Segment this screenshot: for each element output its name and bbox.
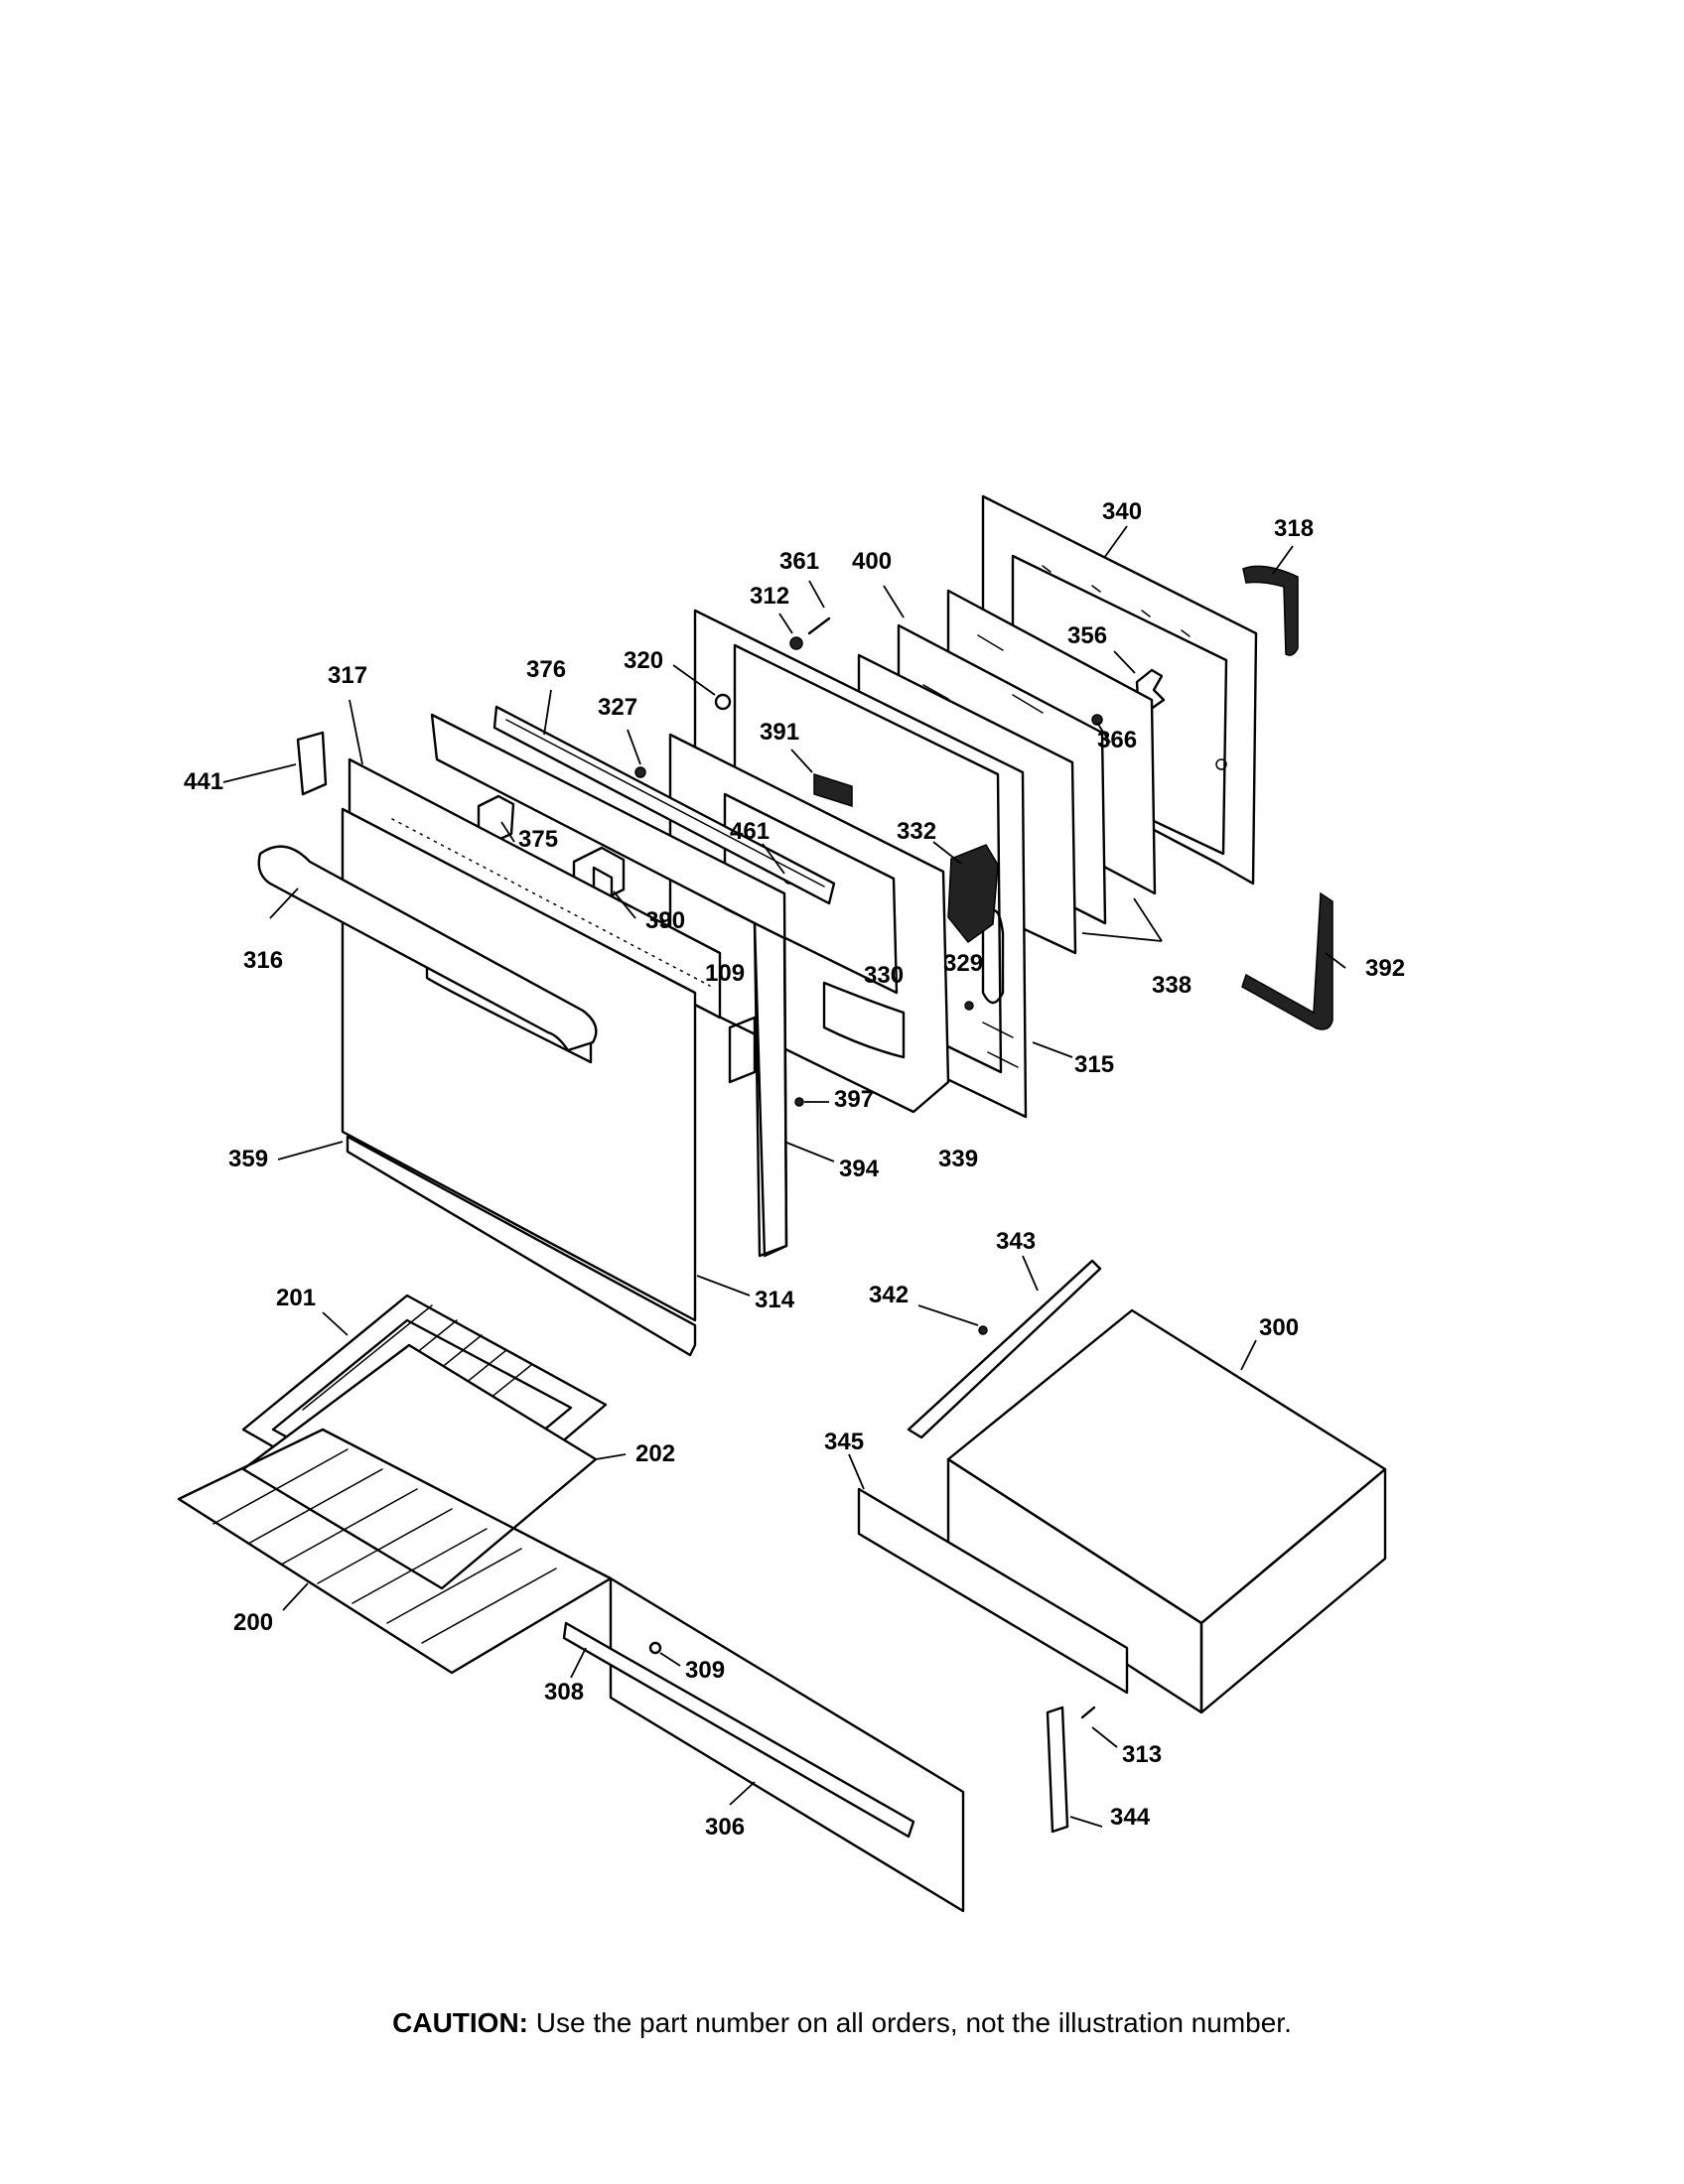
label-343: 343 bbox=[996, 1228, 1036, 1255]
label-317: 317 bbox=[328, 662, 367, 689]
label-340: 340 bbox=[1102, 498, 1142, 525]
part-300-drawer bbox=[946, 1308, 1387, 1714]
label-391: 391 bbox=[760, 719, 799, 746]
part-308-drawer-handle bbox=[562, 1621, 915, 1839]
label-397: 397 bbox=[834, 1086, 874, 1113]
label-330: 330 bbox=[864, 962, 904, 989]
part-366-screw bbox=[1091, 714, 1103, 726]
part-327-screw bbox=[634, 766, 646, 778]
label-376: 376 bbox=[526, 656, 566, 683]
label-342: 342 bbox=[869, 1282, 909, 1308]
label-375: 375 bbox=[518, 826, 558, 853]
part-316-handle bbox=[257, 845, 598, 1052]
label-394: 394 bbox=[839, 1156, 880, 1182]
label-339: 339 bbox=[938, 1146, 978, 1172]
part-343-slide bbox=[907, 1259, 1102, 1439]
label-327: 327 bbox=[598, 694, 637, 721]
label-329: 329 bbox=[943, 950, 983, 977]
part-394-frame bbox=[430, 713, 788, 1258]
part-376-channel bbox=[492, 705, 836, 905]
label-338: 338 bbox=[1152, 972, 1192, 999]
label-308: 308 bbox=[544, 1679, 584, 1706]
label-109: 109 bbox=[705, 960, 745, 987]
label-313: 313 bbox=[1122, 1741, 1162, 1768]
label-316: 316 bbox=[243, 947, 283, 974]
label-345: 345 bbox=[824, 1429, 864, 1455]
label-441: 441 bbox=[184, 768, 223, 795]
part-332-component bbox=[947, 844, 999, 944]
label-202: 202 bbox=[635, 1440, 675, 1467]
part-318-gasket bbox=[1242, 565, 1299, 656]
part-392-gasket bbox=[1241, 891, 1333, 1030]
caution-note: CAUTION: Use the part number on all orde… bbox=[0, 2007, 1684, 2039]
part-359-trim bbox=[346, 1135, 697, 1357]
part-329-screw bbox=[964, 1001, 974, 1011]
label-390: 390 bbox=[645, 907, 685, 934]
part-344-bracket bbox=[1046, 1706, 1069, 1834]
part-342-screw bbox=[978, 1325, 988, 1335]
label-332: 332 bbox=[897, 818, 936, 845]
part-312-nut bbox=[789, 636, 803, 650]
label-366: 366 bbox=[1097, 727, 1137, 753]
label-318: 318 bbox=[1274, 515, 1314, 542]
label-400: 400 bbox=[852, 548, 892, 575]
part-441-bracket bbox=[296, 731, 328, 796]
label-320: 320 bbox=[624, 647, 663, 674]
label-359: 359 bbox=[228, 1146, 268, 1172]
part-361-screw bbox=[807, 616, 831, 635]
label-461: 461 bbox=[730, 818, 770, 845]
caution-text: Use the part number on all orders, not t… bbox=[528, 2007, 1292, 2038]
part-397-screw bbox=[794, 1097, 804, 1107]
caution-prefix: CAUTION: bbox=[392, 2007, 528, 2038]
label-361: 361 bbox=[779, 548, 819, 575]
part-317-vent-panel bbox=[348, 757, 722, 1020]
label-392: 392 bbox=[1365, 955, 1405, 982]
part-309-screw bbox=[648, 1641, 662, 1655]
label-200: 200 bbox=[233, 1609, 273, 1636]
label-314: 314 bbox=[755, 1287, 795, 1313]
part-345-rail bbox=[857, 1487, 1129, 1695]
label-315: 315 bbox=[1074, 1051, 1114, 1078]
label-356: 356 bbox=[1067, 622, 1107, 649]
part-391-label bbox=[813, 772, 853, 808]
label-344: 344 bbox=[1110, 1804, 1151, 1831]
callout-labels: 340 318 361 400 312 356 320 376 317 327 … bbox=[184, 498, 1405, 1841]
label-306: 306 bbox=[705, 1814, 745, 1841]
label-309: 309 bbox=[685, 1657, 725, 1684]
part-313-screw bbox=[1080, 1706, 1096, 1719]
label-300: 300 bbox=[1259, 1314, 1299, 1341]
label-312: 312 bbox=[750, 583, 789, 610]
part-306-drawer-front bbox=[609, 1576, 965, 1913]
part-330-liner bbox=[668, 733, 950, 1114]
part-320-nut bbox=[714, 693, 732, 711]
label-201: 201 bbox=[276, 1285, 316, 1311]
leader-lines bbox=[222, 525, 1346, 1828]
